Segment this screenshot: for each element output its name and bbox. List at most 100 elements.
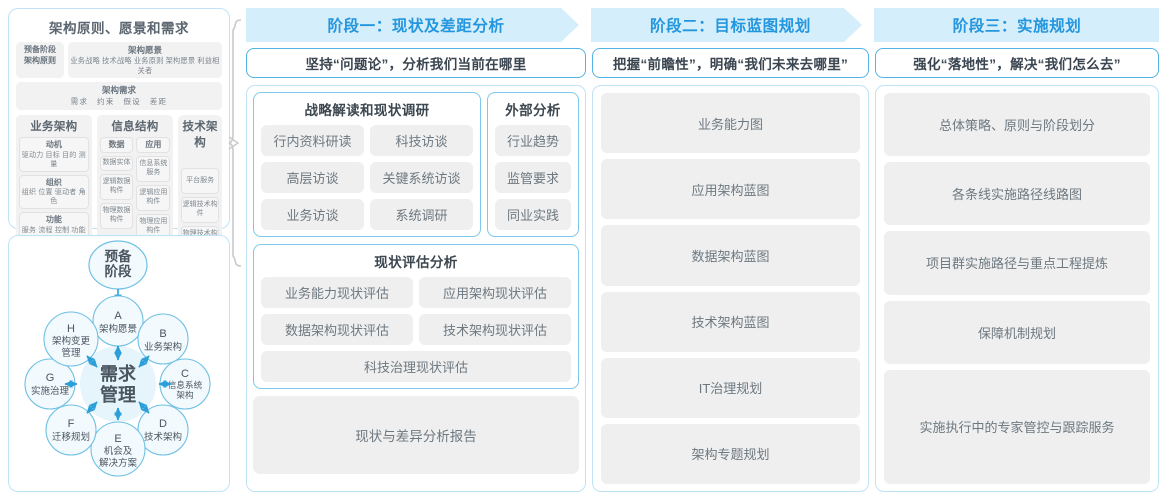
togaf-row-vision: 预备阶段 架构原则 架构愿景 业务战略 技术战略 业务原则 架构愿景 利益相关者 (16, 42, 222, 79)
phase-2-chip[interactable]: 业务能力图 (601, 93, 860, 154)
external-chip[interactable]: 监管要求 (495, 162, 571, 193)
adm-prep-line2: 阶段 (105, 263, 132, 279)
phase-2-chip[interactable]: 架构专题规划 (601, 423, 860, 485)
research-chip[interactable]: 业务访谈 (261, 199, 364, 230)
adm-node-e (90, 421, 146, 477)
information-structure-head: 信息结构 (111, 121, 159, 134)
adm-node-f-key: F (68, 418, 75, 430)
function-sub: 服务 流程 控制 功能 (21, 226, 86, 234)
adm-arrow-d-back (138, 401, 150, 414)
togaf-content-framework-panel: 架构原则、愿景和需求 预备阶段 架构原则 架构愿景 业务战略 技术战略 业务原则… (8, 8, 230, 305)
vision-sub: 业务战略 技术战略 业务原则 架构愿景 利益相关者 (70, 56, 220, 75)
phase-3-chip[interactable]: 总体策略、原则与阶段划分 (884, 93, 1150, 157)
adm-node-e-label2: 解决方案 (99, 457, 138, 469)
phase-2-chip[interactable]: 应用架构蓝图 (601, 159, 860, 220)
phase-1-banner-label: 阶段一：现状及差距分析 (327, 18, 505, 35)
phase-1-banner: 阶段一：现状及差距分析 (246, 8, 587, 42)
adm-node-h (43, 311, 99, 367)
assessment-chip-wide[interactable]: 科技治理现状评估 (261, 351, 571, 382)
assessment-card-title: 现状评估分析 (374, 255, 458, 270)
phase-1-research-card-wrap: 战略解读和现状调研 行内资料研读 科技访谈 高层访谈 关键系统访谈 业务访谈 系… (253, 92, 481, 237)
togaf-preliminary-box: 预备阶段 架构原则 (16, 42, 64, 79)
togaf-information-structure-column: 信息结构 数据 数据实体 逻辑数据构件 物理数据构件 应用 信息系统服务 逻辑应… (96, 115, 174, 256)
platform-service: 平台服务 (181, 168, 220, 195)
data-entity: 数据实体 (99, 156, 134, 171)
adm-node-f-label: 迁移规划 (52, 431, 90, 443)
adm-node-c-label2: 架构 (176, 389, 194, 400)
phase-3-subtitle: 强化“落地性”，解决“我们怎么去” (875, 48, 1159, 78)
logical-application-component: 逻辑应用构件 (136, 185, 171, 212)
information-system-service: 信息系统服务 (136, 156, 171, 183)
research-chip[interactable]: 行内资料研读 (261, 125, 364, 156)
left-column: 架构原则、愿景和需求 预备阶段 架构原则 架构愿景 业务战略 技术战略 业务原则… (8, 8, 230, 492)
adm-cycle-diagram: 预备 阶段 需求 管理 A 架构愿景 B 业务架构 (24, 240, 211, 477)
business-architecture-head: 业务架构 (30, 121, 78, 134)
technology-architecture-head: 技术架构 (182, 121, 218, 150)
preliminary-line2: 架构原则 (24, 55, 56, 65)
external-chip-stack: 行业趋势 监管要求 同业实践 (495, 125, 571, 230)
phase-3-chip[interactable]: 各条线实施路径线路图 (884, 162, 1150, 226)
phase-2-banner: 阶段二：目标蓝图规划 (591, 8, 870, 42)
adm-node-d-key: D (159, 418, 167, 430)
phase-3: 阶段三：实施规划 强化“落地性”，解决“我们怎么去” 总体策略、原则与阶段划分 … (874, 8, 1159, 492)
adm-center-line2: 管理 (100, 384, 136, 405)
adm-node-b-key: B (159, 328, 166, 340)
phase-1-assessment-card: 现状评估分析 业务能力现状评估 应用架构现状评估 数据架构现状评估 技术架构现状… (253, 244, 579, 389)
phase-1: 阶段一：现状及差距分析 坚持“问题论”，分析我们当前在哪里 战略解读和现状调研 … (246, 8, 587, 492)
grouping-bracket (228, 18, 246, 273)
phase-3-chip[interactable]: 项目群实施路径与重点工程提炼 (884, 231, 1150, 295)
business-cell-organization: 组织 组织 位置 驱动者 角色 (19, 174, 89, 210)
research-chip[interactable]: 科技访谈 (370, 125, 473, 156)
external-chip[interactable]: 同业实践 (495, 199, 571, 230)
vision-head: 架构愿景 (127, 45, 162, 55)
logical-data-component: 逻辑数据构件 (99, 173, 134, 200)
phase-2-chevron-icon (844, 8, 870, 42)
togaf-business-architecture-column: 业务架构 动机 驱动力 目标 目的 测量 组织 组织 位置 驱动者 角色 功能 … (16, 115, 92, 256)
assessment-chip[interactable]: 应用架构现状评估 (419, 277, 571, 308)
phase-3-banner: 阶段三：实施规划 (874, 8, 1159, 42)
togaf-three-columns: 业务架构 动机 驱动力 目标 目的 测量 组织 组织 位置 驱动者 角色 功能 … (16, 115, 223, 256)
adm-node-e-key: E (114, 433, 121, 445)
adm-node-b (137, 313, 189, 365)
adm-arrow-b-back (138, 355, 150, 368)
assessment-chip[interactable]: 业务能力现状评估 (261, 277, 413, 308)
research-chip[interactable]: 高层访谈 (261, 162, 364, 193)
research-chip[interactable]: 系统调研 (370, 199, 473, 230)
physical-data-component: 物理数据构件 (99, 202, 134, 229)
phase-2-chip[interactable]: IT治理规划 (601, 357, 860, 418)
phase-1-report-box[interactable]: 现状与差异分析报告 (253, 396, 579, 474)
function-head: 功能 (45, 215, 62, 225)
adm-arrow-h-back (86, 355, 98, 368)
assessment-chip-grid: 业务能力现状评估 应用架构现状评估 数据架构现状评估 技术架构现状评估 (261, 277, 571, 345)
phase-1-top-row: 战略解读和现状调研 行内资料研读 科技访谈 高层访谈 关键系统访谈 业务访谈 系… (253, 92, 579, 237)
adm-cycle-panel: 预备 阶段 需求 管理 A 架构愿景 B 业务架构 (8, 235, 230, 492)
phase-1-external-card-wrap: 外部分析 行业趋势 监管要求 同业实践 (487, 92, 579, 237)
requirement-head: 架构需求 (101, 85, 136, 96)
phase-1-external-card: 外部分析 行业趋势 监管要求 同业实践 (487, 92, 579, 237)
logical-technology-component: 逻辑技术构件 (181, 197, 220, 224)
adm-node-f (45, 404, 97, 456)
phase-2-chip[interactable]: 数据架构蓝图 (601, 225, 860, 286)
togaf-panel-title: 架构原则、愿景和需求 (49, 21, 189, 36)
adm-node-a-key: A (114, 310, 122, 322)
phase-3-chip[interactable]: 保障机制规划 (884, 300, 1150, 364)
phase-3-chip[interactable]: 实施执行中的专家管控与跟踪服务 (884, 369, 1150, 485)
business-cell-function: 功能 服务 流程 控制 功能 (19, 212, 89, 238)
external-chip[interactable]: 行业趋势 (495, 125, 571, 156)
adm-node-h-key: H (67, 323, 75, 335)
adm-node-d (137, 404, 189, 456)
assessment-chip[interactable]: 数据架构现状评估 (261, 314, 413, 345)
organization-sub: 组织 位置 驱动者 角色 (21, 189, 86, 206)
research-chip[interactable]: 关键系统访谈 (370, 162, 473, 193)
phase-2-chip[interactable]: 技术架构蓝图 (601, 291, 860, 352)
preliminary-line1: 预备阶段 (24, 45, 56, 54)
togaf-vision-box: 架构愿景 业务战略 技术战略 业务原则 架构愿景 利益相关者 (68, 42, 222, 79)
phase-3-chevron-left-icon (874, 8, 900, 42)
adm-center-circle (80, 346, 156, 422)
adm-node-c-label1: 信息系统 (168, 379, 203, 390)
organization-head: 组织 (45, 177, 62, 187)
phase-3-banner-label: 阶段三：实施规划 (952, 18, 1082, 35)
assessment-chip[interactable]: 技术架构现状评估 (419, 314, 571, 345)
requirement-sub: 需求 约束 假设 差距 (70, 96, 168, 106)
